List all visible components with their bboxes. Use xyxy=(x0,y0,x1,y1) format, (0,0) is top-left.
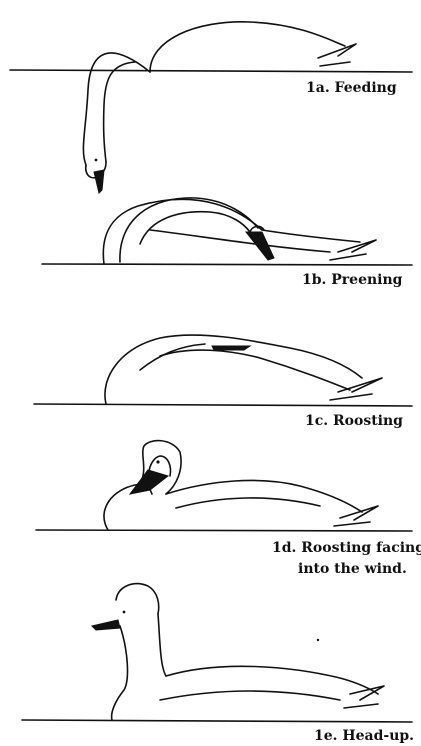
caption-roosting: 1c. Roosting xyxy=(305,413,403,429)
caption-head-up: 1e. Head-up. xyxy=(314,728,414,744)
water-line-feeding xyxy=(10,70,412,72)
swan-preening xyxy=(103,198,376,264)
water-line-roosting-wind xyxy=(36,530,412,531)
swan-feeding xyxy=(83,22,356,193)
water-line-preening xyxy=(42,264,412,265)
swan-roosting-wind xyxy=(104,441,378,530)
water-line-head-up xyxy=(22,720,412,722)
swan-head-up xyxy=(92,584,384,720)
caption-preening: 1b. Preening xyxy=(302,272,403,288)
swan-roosting xyxy=(105,335,382,404)
panel-preening: 1b. Preening xyxy=(42,198,412,288)
panel-head-up: 1e. Head-up. xyxy=(22,584,414,744)
caption-feeding: 1a. Feeding xyxy=(306,80,397,96)
water-line-roosting xyxy=(34,404,412,406)
panel-feeding: 1a. Feeding xyxy=(10,22,412,193)
caption-roosting-wind-line2: into the wind. xyxy=(298,561,407,577)
caption-roosting-wind-line1: 1d. Roosting facing xyxy=(272,540,421,556)
panel-roosting: 1c. Roosting xyxy=(34,335,412,429)
panel-roosting-wind: 1d. Roosting facing into the wind. xyxy=(36,441,421,577)
